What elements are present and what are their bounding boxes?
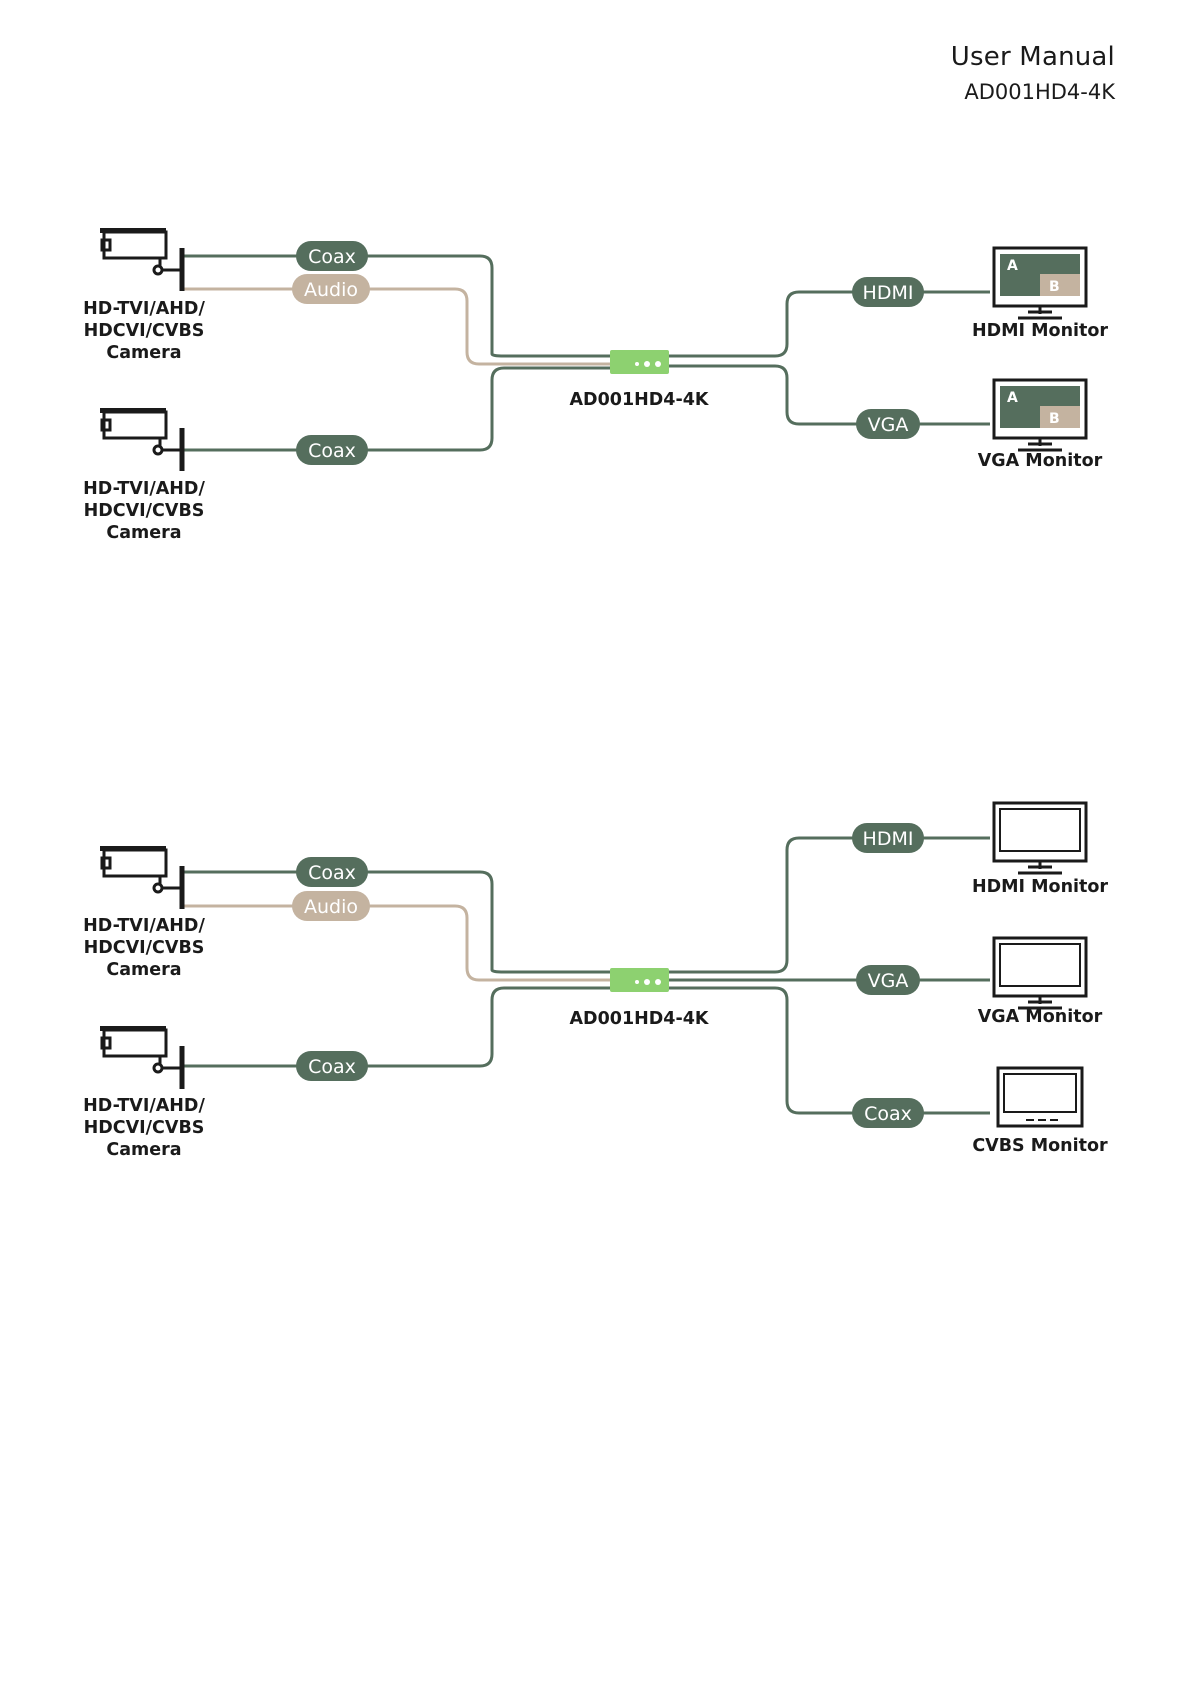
screen-a-label: A bbox=[1007, 390, 1018, 406]
coax-pill-1-label: Coax bbox=[308, 862, 356, 884]
coax-pill-1: Coax bbox=[296, 241, 368, 271]
svg-text:HD-TVI/AHD/: HD-TVI/AHD/ bbox=[83, 1096, 205, 1116]
converter-device bbox=[610, 968, 669, 992]
svg-text:Camera: Camera bbox=[106, 960, 181, 980]
audio-pill-label: Audio bbox=[304, 279, 358, 301]
vga-monitor-label: VGA Monitor bbox=[978, 451, 1103, 471]
coax-output-cable bbox=[668, 988, 990, 1113]
svg-text:HDCVI/CVBS: HDCVI/CVBS bbox=[84, 501, 205, 521]
audio-pill: Audio bbox=[292, 891, 370, 921]
coax-pill-2-label: Coax bbox=[308, 1056, 356, 1078]
converter-device bbox=[610, 350, 669, 374]
connection-diagram-split-screen: Coax Audio Coax HDMI VGA AD001HD4-4K HD-… bbox=[0, 210, 1193, 550]
hdmi-monitor-label: HDMI Monitor bbox=[972, 321, 1108, 341]
svg-text:Camera: Camera bbox=[106, 343, 181, 363]
hdmi-pill-label: HDMI bbox=[863, 282, 914, 304]
coax-pill-2-label: Coax bbox=[308, 440, 356, 462]
connection-diagram-three-outputs: Coax Audio Coax HDMI VGA Coax AD001HD4-4… bbox=[0, 800, 1193, 1180]
monitor-icon bbox=[994, 803, 1086, 873]
coax-cable-camera1 bbox=[183, 872, 610, 972]
vga-monitor-label: VGA Monitor bbox=[978, 1007, 1103, 1027]
vga-cable bbox=[668, 366, 990, 424]
audio-cable-camera1 bbox=[183, 289, 610, 364]
camera-icon bbox=[100, 408, 182, 471]
cvbs-monitor-icon bbox=[998, 1068, 1082, 1126]
manual-title: User Manual bbox=[951, 42, 1115, 72]
coax-pill-2: Coax bbox=[296, 435, 368, 465]
coax-cable-camera2 bbox=[183, 988, 610, 1066]
model-number: AD001HD4-4K bbox=[951, 80, 1115, 104]
screen-b-label: B bbox=[1049, 279, 1060, 295]
svg-text:Camera: Camera bbox=[106, 523, 181, 543]
svg-text:HDCVI/CVBS: HDCVI/CVBS bbox=[84, 938, 205, 958]
audio-cable-camera1 bbox=[183, 906, 610, 980]
camera2-label: HD-TVI/AHD/ HDCVI/CVBS Camera bbox=[83, 479, 205, 543]
vga-pill-label: VGA bbox=[868, 414, 909, 436]
hdmi-pill-label: HDMI bbox=[863, 828, 914, 850]
camera-icon bbox=[100, 228, 182, 291]
audio-pill-label: Audio bbox=[304, 896, 358, 918]
device-label: AD001HD4-4K bbox=[570, 1009, 710, 1029]
audio-pill: Audio bbox=[292, 274, 370, 304]
monitor-icon: A B bbox=[994, 380, 1086, 450]
coax-pill-1: Coax bbox=[296, 857, 368, 887]
coax-cable-camera2 bbox=[183, 368, 610, 450]
vga-pill: VGA bbox=[856, 965, 920, 995]
coax-cable-camera1 bbox=[183, 256, 610, 356]
vga-pill: VGA bbox=[856, 409, 920, 439]
svg-text:HD-TVI/AHD/: HD-TVI/AHD/ bbox=[83, 479, 205, 499]
camera1-label: HD-TVI/AHD/ HDCVI/CVBS Camera bbox=[83, 299, 205, 363]
svg-text:HD-TVI/AHD/: HD-TVI/AHD/ bbox=[83, 916, 205, 936]
coax-pill-1-label: Coax bbox=[308, 246, 356, 268]
monitor-icon: A B bbox=[994, 248, 1086, 318]
vga-pill-label: VGA bbox=[868, 970, 909, 992]
hdmi-pill: HDMI bbox=[852, 277, 924, 307]
device-label: AD001HD4-4K bbox=[570, 390, 710, 410]
screen-a-label: A bbox=[1007, 258, 1018, 274]
hdmi-monitor-label: HDMI Monitor bbox=[972, 877, 1108, 897]
camera1-label: HD-TVI/AHD/ HDCVI/CVBS Camera bbox=[83, 916, 205, 980]
hdmi-cable bbox=[668, 838, 990, 972]
svg-text:HDCVI/CVBS: HDCVI/CVBS bbox=[84, 321, 205, 341]
svg-text:HDCVI/CVBS: HDCVI/CVBS bbox=[84, 1118, 205, 1138]
coax-output-pill-label: Coax bbox=[864, 1103, 912, 1125]
hdmi-pill: HDMI bbox=[852, 823, 924, 853]
screen-b-label: B bbox=[1049, 411, 1060, 427]
svg-text:HD-TVI/AHD/: HD-TVI/AHD/ bbox=[83, 299, 205, 319]
hdmi-cable bbox=[668, 292, 990, 356]
coax-pill-2: Coax bbox=[296, 1051, 368, 1081]
svg-text:Camera: Camera bbox=[106, 1140, 181, 1160]
camera-icon bbox=[100, 1026, 182, 1089]
monitor-icon bbox=[994, 938, 1086, 1008]
coax-output-pill: Coax bbox=[852, 1098, 924, 1128]
page-header: User Manual AD001HD4-4K bbox=[951, 42, 1115, 104]
camera-icon bbox=[100, 846, 182, 909]
camera2-label: HD-TVI/AHD/ HDCVI/CVBS Camera bbox=[83, 1096, 205, 1160]
cvbs-monitor-label: CVBS Monitor bbox=[972, 1136, 1108, 1156]
